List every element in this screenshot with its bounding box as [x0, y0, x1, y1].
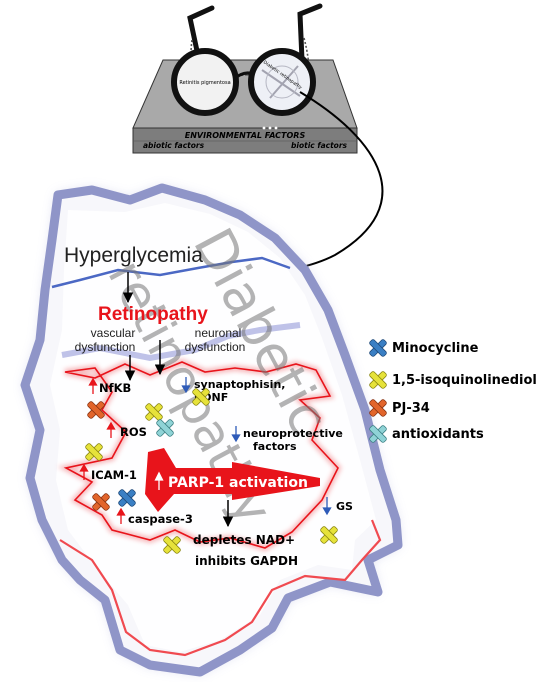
isoquinolinediol-legend-icon	[363, 365, 393, 395]
legend: Minocycline 1,5-isoquinolinediol PJ-34 a…	[363, 333, 537, 449]
minocycline-legend-icon	[363, 333, 393, 363]
vascular-line2: dysfunction	[75, 340, 136, 354]
neuronal-line1: neuronal	[195, 326, 242, 340]
legend-minocycline: Minocycline	[392, 341, 479, 356]
neuro-line1: neuroprotective	[243, 427, 343, 440]
retinopathy-label: Retinopathy	[98, 304, 208, 325]
parp-label: PARP-1 activation	[168, 475, 308, 491]
glasses-group: PARP inhibition Retinitis pigmentosa Dia…	[132, 3, 358, 154]
box-front-face	[132, 127, 358, 154]
red-lower-border	[59, 519, 382, 657]
red-zone-outline	[63, 361, 339, 549]
biotic-label: biotic factors	[291, 141, 348, 150]
box-title: ENVIRONMENTAL FACTORS	[185, 131, 306, 140]
legend-isoquinolinediol: 1,5-isoquinolinediol	[392, 373, 537, 388]
ros-label: ROS	[120, 425, 147, 439]
vessel-upper	[51, 256, 291, 289]
box-top-face	[132, 59, 358, 129]
legend-antioxidants: antioxidants	[392, 427, 484, 442]
right-temple	[297, 3, 323, 63]
gapdh-label: inhibits GAPDH	[195, 554, 298, 568]
left-lens	[171, 48, 239, 116]
legend-pj34: PJ-34	[392, 401, 430, 416]
caspase-label: caspase-3	[128, 512, 193, 526]
retina-group: Diabetic retinopathy	[20, 183, 403, 677]
nfkb-label: NfKB	[99, 381, 131, 395]
neuronal-line2: dysfunction	[185, 340, 246, 354]
bridge-text: PARP inhibition	[235, 73, 261, 77]
abiotic-label: abiotic factors	[143, 141, 205, 150]
icam-label: ICAM-1	[91, 468, 137, 482]
neuro-line2: factors	[253, 440, 297, 453]
nad-label: depletes NAD+	[193, 533, 295, 547]
gs-label: GS	[336, 500, 353, 513]
synapto-line1: synaptophisin,	[194, 378, 285, 391]
hyperglycemia-label: Hyperglycemia	[64, 244, 203, 267]
right-lens	[248, 48, 316, 116]
vascular-line1: vascular	[91, 326, 136, 340]
left-lens-text: Retinitis pigmentosa	[179, 80, 230, 86]
vessel-middle	[61, 322, 301, 362]
parp-arrow-shape	[145, 448, 320, 512]
